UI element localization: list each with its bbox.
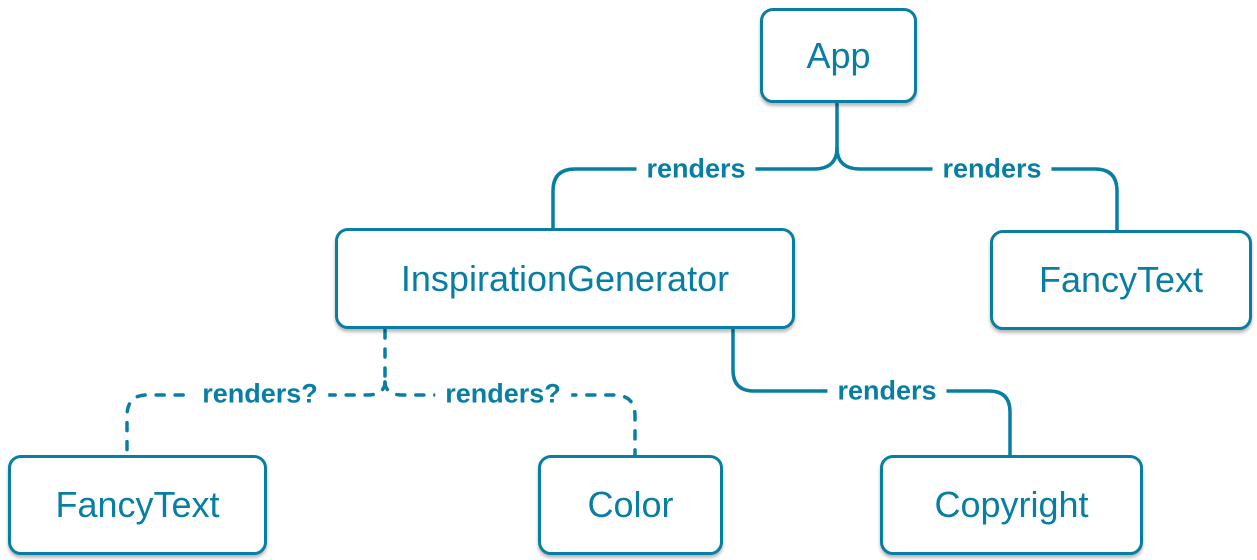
node-app: App [760,8,917,103]
edge-label-renders-conditional-fancytext: renders? [192,376,328,412]
edge-label-renders-conditional-color: renders? [435,376,571,412]
edge-label-renders-app-inspirationgenerator: renders [636,151,756,187]
edge-label-renders-copyright: renders [827,373,947,409]
edge-app-to-inspirationgenerator [551,146,839,230]
node-color: Color [538,455,723,555]
node-fancy-text-bottom-left: FancyText [8,455,267,555]
node-copyright: Copyright [880,455,1143,555]
node-inspiration-generator: InspirationGenerator [335,228,795,329]
edge-inspirationgenerator-to-fancytext-conditional [125,380,387,457]
edge-app-to-fancytext [835,146,1119,232]
edge-label-renders-app-fancytext: renders [932,151,1052,187]
edge-inspirationgenerator-to-color-conditional [383,380,637,457]
node-fancy-text-top-right: FancyText [990,230,1252,330]
